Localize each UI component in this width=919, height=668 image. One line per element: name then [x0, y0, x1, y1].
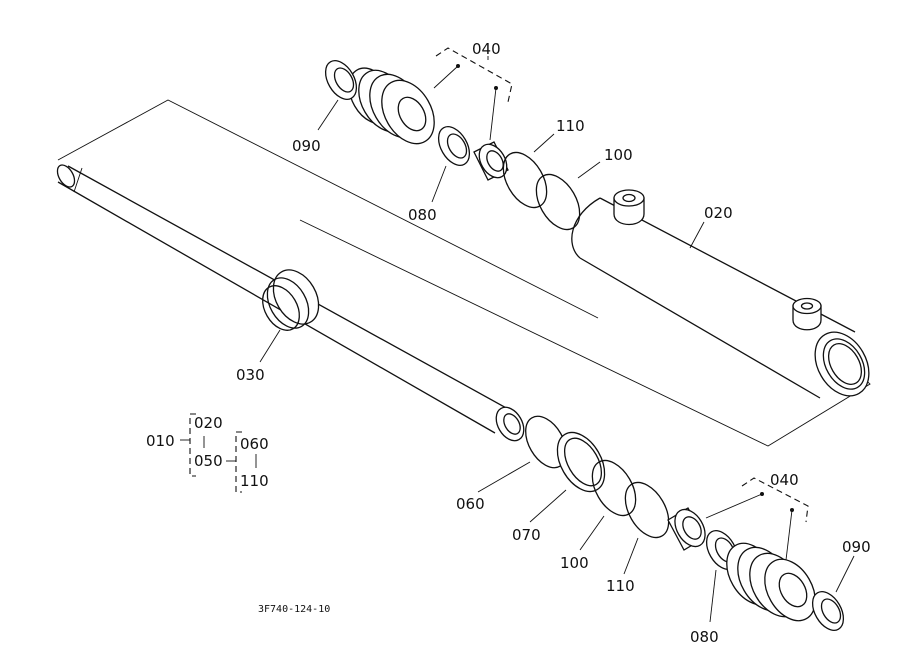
group-bracket-040-top — [433, 47, 513, 141]
label-040-top: 040 — [472, 40, 501, 58]
label-070: 070 — [512, 526, 541, 544]
part-labels: 040 090 080 110 100 020 030 060 070 100 … — [236, 40, 871, 646]
label-090-top: 090 — [292, 137, 321, 155]
piston — [262, 269, 320, 331]
label-100-bottom: 100 — [560, 554, 589, 572]
label-100-top: 100 — [604, 146, 633, 164]
group-bracket-040-bottom — [705, 477, 809, 561]
assembly-tree: 010 020 050 060 110 — [146, 414, 269, 490]
ring-070 — [556, 431, 606, 493]
label-080-bottom: 080 — [690, 628, 719, 646]
assembly-tree-lines — [180, 413, 257, 493]
label-110-top: 110 — [556, 117, 585, 135]
label-090-bottom: 090 — [842, 538, 871, 556]
label-080-top: 080 — [408, 206, 437, 224]
drawing-code: 3F740-124-10 — [258, 604, 330, 615]
tree-level2-second: 110 — [240, 472, 269, 490]
seal-090-top — [324, 60, 358, 100]
seal-090-bottom — [811, 591, 845, 631]
leader-lines — [259, 99, 855, 623]
o-ring-100-top — [535, 173, 581, 231]
tree-level2-first: 060 — [240, 435, 269, 453]
tree-level1-second: 050 — [194, 452, 223, 470]
label-060: 060 — [456, 495, 485, 513]
label-020: 020 — [704, 204, 733, 222]
o-ring-060 — [525, 415, 567, 469]
tree-level1-first: 020 — [194, 414, 223, 432]
o-ring-110-bottom — [624, 481, 670, 539]
label-110-bottom: 110 — [606, 577, 635, 595]
cylinder-head-top — [348, 67, 435, 145]
cylinder-head-bottom — [726, 542, 816, 622]
ring-080-top — [437, 126, 471, 166]
label-040-bottom: 040 — [770, 471, 799, 489]
tree-root-label: 010 — [146, 432, 175, 450]
label-030: 030 — [236, 366, 265, 384]
bushing-top — [473, 141, 509, 181]
cylinder-tube — [571, 189, 870, 399]
bushing-bottom — [667, 507, 706, 551]
